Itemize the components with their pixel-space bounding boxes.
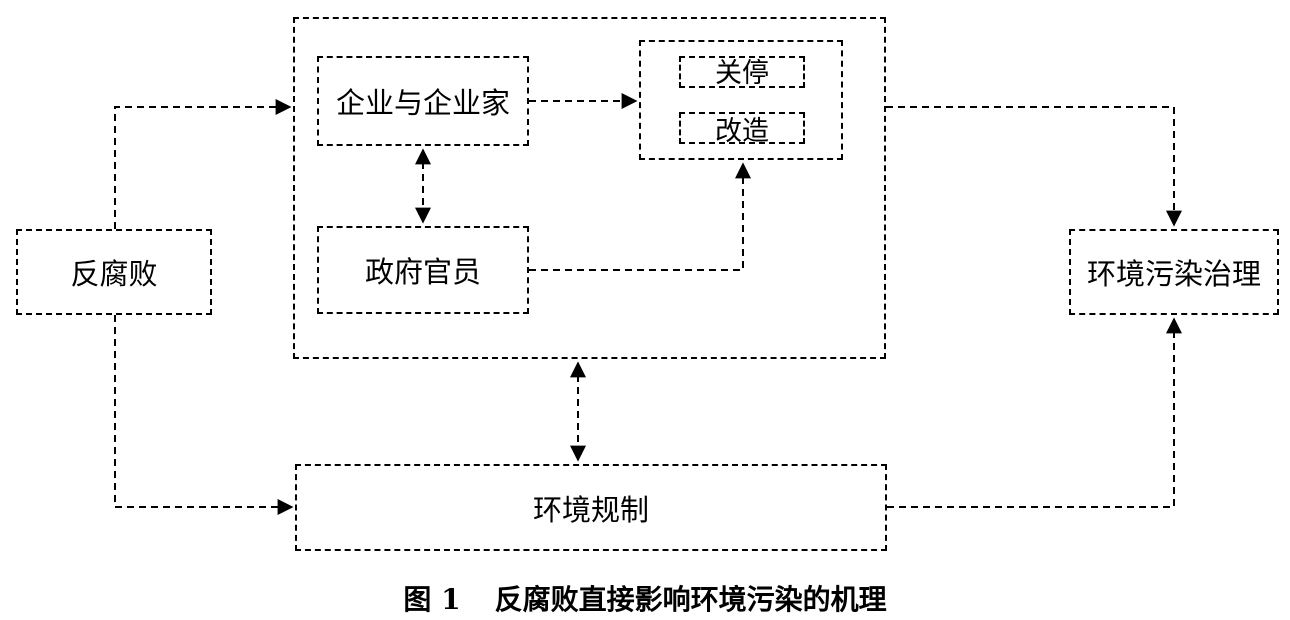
enterprise-node <box>317 56 529 146</box>
arrow-anticorruption-to-regulation <box>114 315 294 515</box>
figure-number: 图 1 <box>403 583 461 616</box>
enterprise-government-group <box>293 17 886 359</box>
arrow-regulation-to-pollution <box>887 317 1182 508</box>
shutdown-node <box>679 56 805 88</box>
officials-node <box>317 226 529 314</box>
shutdown-label: 关停 <box>715 57 769 89</box>
enterprise-label: 企业与企业家 <box>335 86 510 120</box>
figure-caption: 图 1 反腐败直接影响环境污染的机理 <box>0 578 1290 618</box>
rebuild-label: 改造 <box>715 115 769 147</box>
regulation-node <box>295 464 887 551</box>
pollution-control-label: 环境污染治理 <box>1086 257 1261 291</box>
anti-corruption-node <box>16 229 212 315</box>
anti-corruption-label: 反腐败 <box>70 257 158 291</box>
figure-title: 反腐败直接影响环境污染的机理 <box>494 583 887 616</box>
arrow-group-to-pollution <box>886 106 1182 227</box>
officials-label: 政府官员 <box>364 255 481 289</box>
rebuild-node <box>679 112 805 144</box>
regulation-label: 环境规制 <box>532 492 649 527</box>
arrow-anticorruption-to-group <box>114 99 292 229</box>
pollution-control-node <box>1069 229 1279 315</box>
